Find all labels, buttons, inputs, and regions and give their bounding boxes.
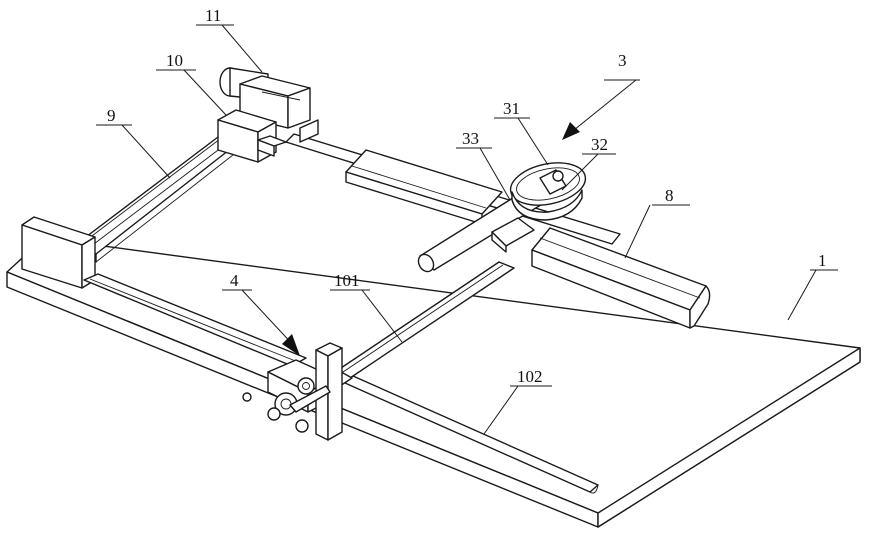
label-3: 3 — [618, 51, 627, 70]
label-1: 1 — [818, 251, 827, 270]
label-31: 31 — [503, 99, 520, 118]
label-102: 102 — [517, 367, 543, 386]
ring-assembly — [507, 157, 590, 220]
label-9: 9 — [107, 106, 116, 125]
label-101: 101 — [334, 271, 360, 290]
label-4: 4 — [230, 271, 239, 290]
label-32: 32 — [591, 135, 608, 154]
label-11: 11 — [205, 6, 221, 25]
left-rail — [74, 136, 238, 262]
label-33: 33 — [462, 129, 479, 148]
base-plate — [7, 238, 860, 527]
label-10: 10 — [166, 51, 183, 70]
label-8: 8 — [665, 186, 674, 205]
shaft-sleeve — [346, 150, 502, 224]
